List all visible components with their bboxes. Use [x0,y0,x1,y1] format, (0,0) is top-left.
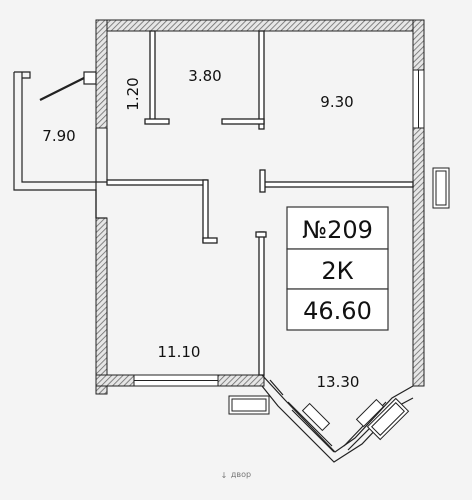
yard-label: двор [231,470,251,479]
radiator-bottom [228,395,270,415]
partition-toilet-bottom [221,118,265,125]
toilet-area: 3.80 [188,67,221,85]
right-wall-upper [412,19,425,71]
bottom-wall-left [95,374,135,387]
exterior-walls [95,19,425,395]
radiator-bay [366,397,410,441]
yard-arrow-icon: ↓ [221,471,228,480]
radiators [228,167,450,441]
window-bay-1 [301,402,331,432]
apartment-info-box: №209 2К 46.60 [286,206,389,331]
interior-walls [106,30,414,376]
right-wall-lower [412,127,425,387]
apartment-number: №209 [302,216,373,244]
partition-bath-bottom [144,118,170,125]
partition-bedroom-top [106,179,208,186]
living-room-area: 13.30 [317,373,360,391]
yard-indicator: ↓ двор [221,470,251,480]
entry-door-block [83,71,97,85]
partition-toilet-right [258,30,265,130]
window-bay-2 [355,398,385,428]
windows [133,69,425,432]
room-labels: 1.20 3.80 9.30 7.90 11.10 13.30 [42,67,359,391]
top-wall [95,19,425,32]
bottom-wall-mid [217,374,265,387]
entry-door-leaf [39,77,85,101]
bedroom-area: 11.10 [158,343,201,361]
entry-walls [13,71,108,219]
room-type: 2К [321,257,353,285]
radiator-right [432,167,450,209]
left-wall-upper [95,19,108,129]
kitchen-area: 9.30 [320,93,353,111]
partition-kitchen [261,181,414,188]
partition-bedroom-right [258,231,265,376]
total-area: 46.60 [303,297,372,325]
partition-bath-right [149,30,156,122]
left-wall-lower [95,217,108,395]
bathroom-area: 1.20 [124,77,142,110]
hallway-area: 7.90 [42,127,75,145]
